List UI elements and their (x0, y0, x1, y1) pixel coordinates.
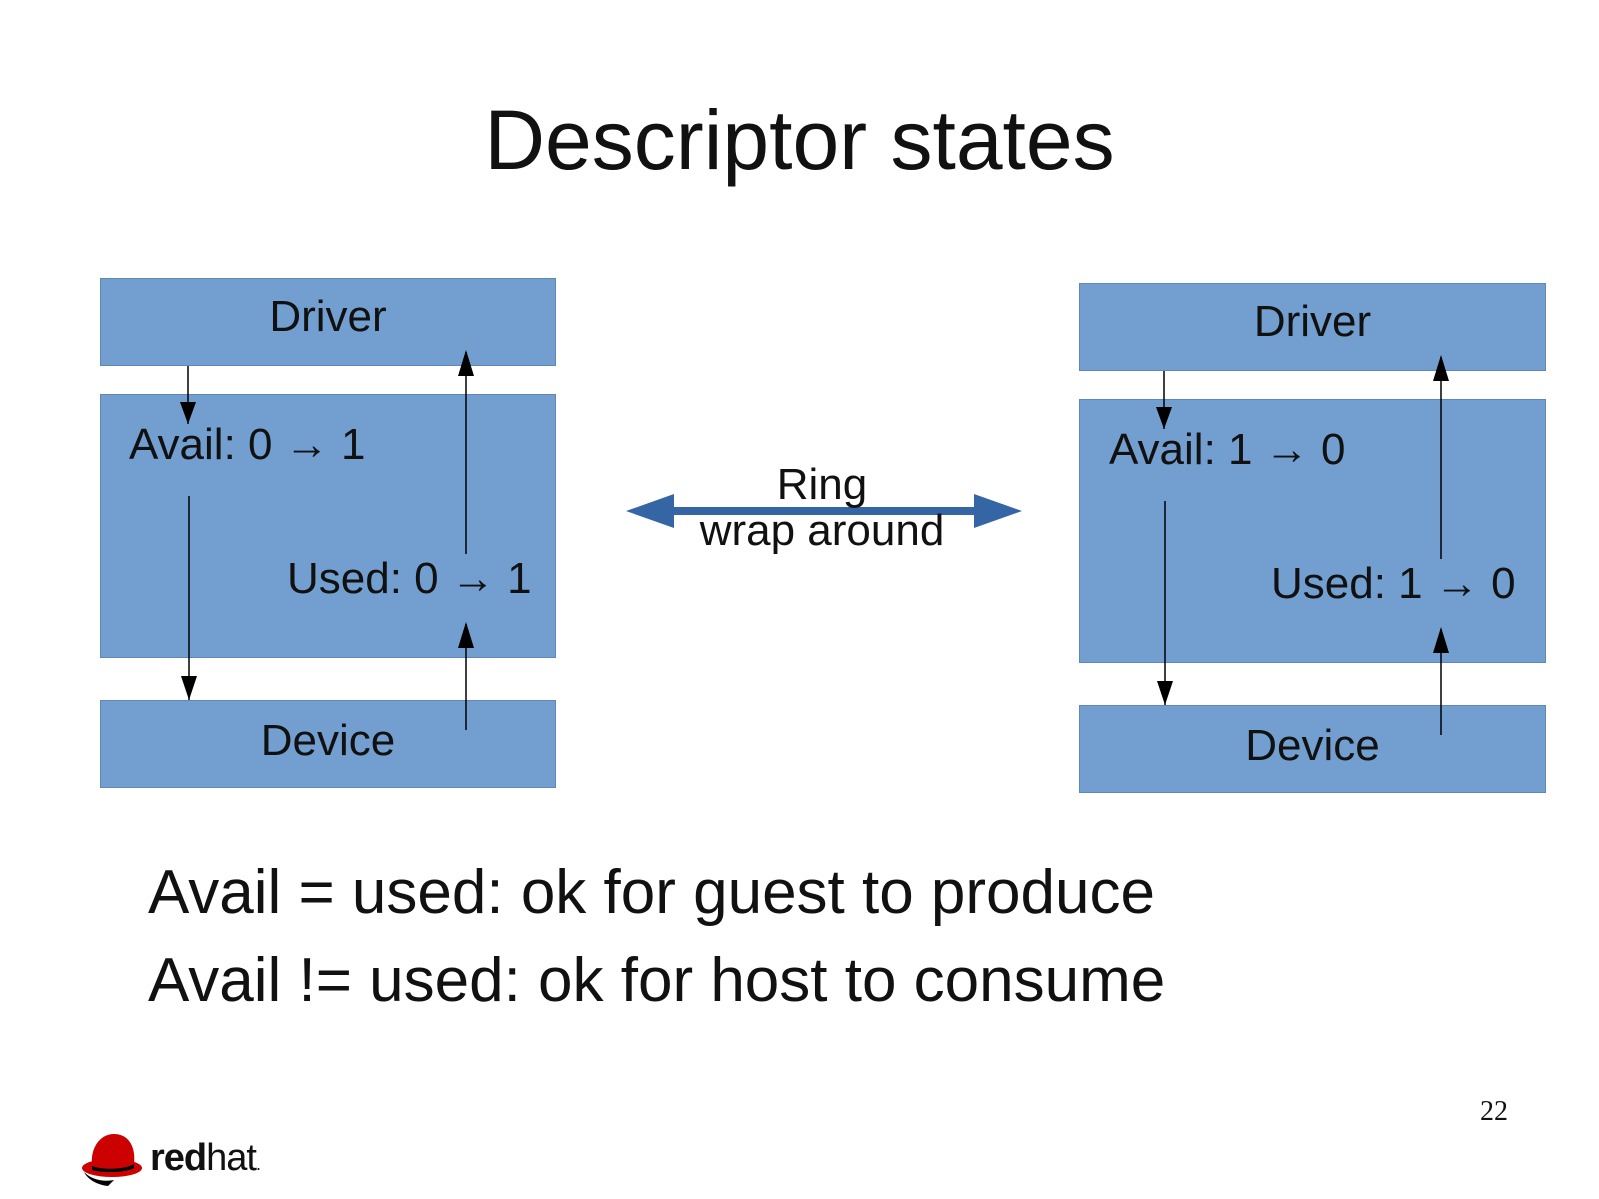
left-driver-box: Driver (100, 278, 556, 366)
left-device-label: Device (260, 716, 396, 765)
left-driver-label: Driver (269, 292, 387, 341)
right-device-to-used-arrowhead (1433, 627, 1449, 653)
right-device-box: Device (1079, 705, 1546, 793)
left-driver-to-avail-arrowhead (180, 402, 196, 424)
left-avail-state: Avail: 0 → 1 (129, 420, 366, 469)
right-avail-state: Avail: 1 → 0 (1109, 425, 1346, 474)
right-device-label: Device (1245, 721, 1380, 770)
ring-label: Ring wrap around (680, 462, 964, 554)
left-descriptor-box: Avail: 0 → 1 Used: 0 → 1 (100, 394, 556, 658)
right-driver-label: Driver (1253, 297, 1372, 346)
right-descriptor-box: Avail: 1 → 0 Used: 1 → 0 (1079, 399, 1546, 663)
wordmark-hat: hat (206, 1137, 257, 1179)
redhat-wordmark: redhat. (150, 1136, 261, 1186)
ring-arrow-left-head (626, 494, 674, 528)
right-used-to-driver-arrowhead (1433, 355, 1449, 381)
wordmark-red: red (150, 1137, 207, 1179)
ring-arrow-right-head (974, 494, 1022, 528)
page-number: 22 (1480, 1096, 1508, 1127)
left-device-box: Device (100, 700, 556, 788)
slide-title: Descriptor states (484, 93, 1115, 187)
left-device-to-used-arrowhead (458, 622, 474, 648)
left-avail-to-device-arrowhead (181, 676, 197, 700)
shadowman-icon (82, 1134, 142, 1186)
left-used-state: Used: 0 → 1 (287, 554, 532, 603)
right-driver-to-avail-arrowhead (1156, 407, 1172, 429)
right-used-state: Used: 1 → 0 (1271, 559, 1516, 608)
ring-label-line1: Ring (776, 460, 868, 509)
wordmark-mark: . (255, 1154, 261, 1174)
right-avail-to-device-arrowhead (1157, 681, 1173, 705)
redhat-logo: redhat. (80, 1128, 280, 1188)
right-driver-box: Driver (1079, 283, 1546, 371)
rule-avail-not-equals-used: Avail != used: ok for host to consume (148, 946, 1166, 1015)
ring-label-line2: wrap around (699, 506, 945, 555)
rule-avail-equals-used: Avail = used: ok for guest to produce (148, 858, 1155, 927)
left-used-to-driver-arrowhead (458, 350, 474, 376)
